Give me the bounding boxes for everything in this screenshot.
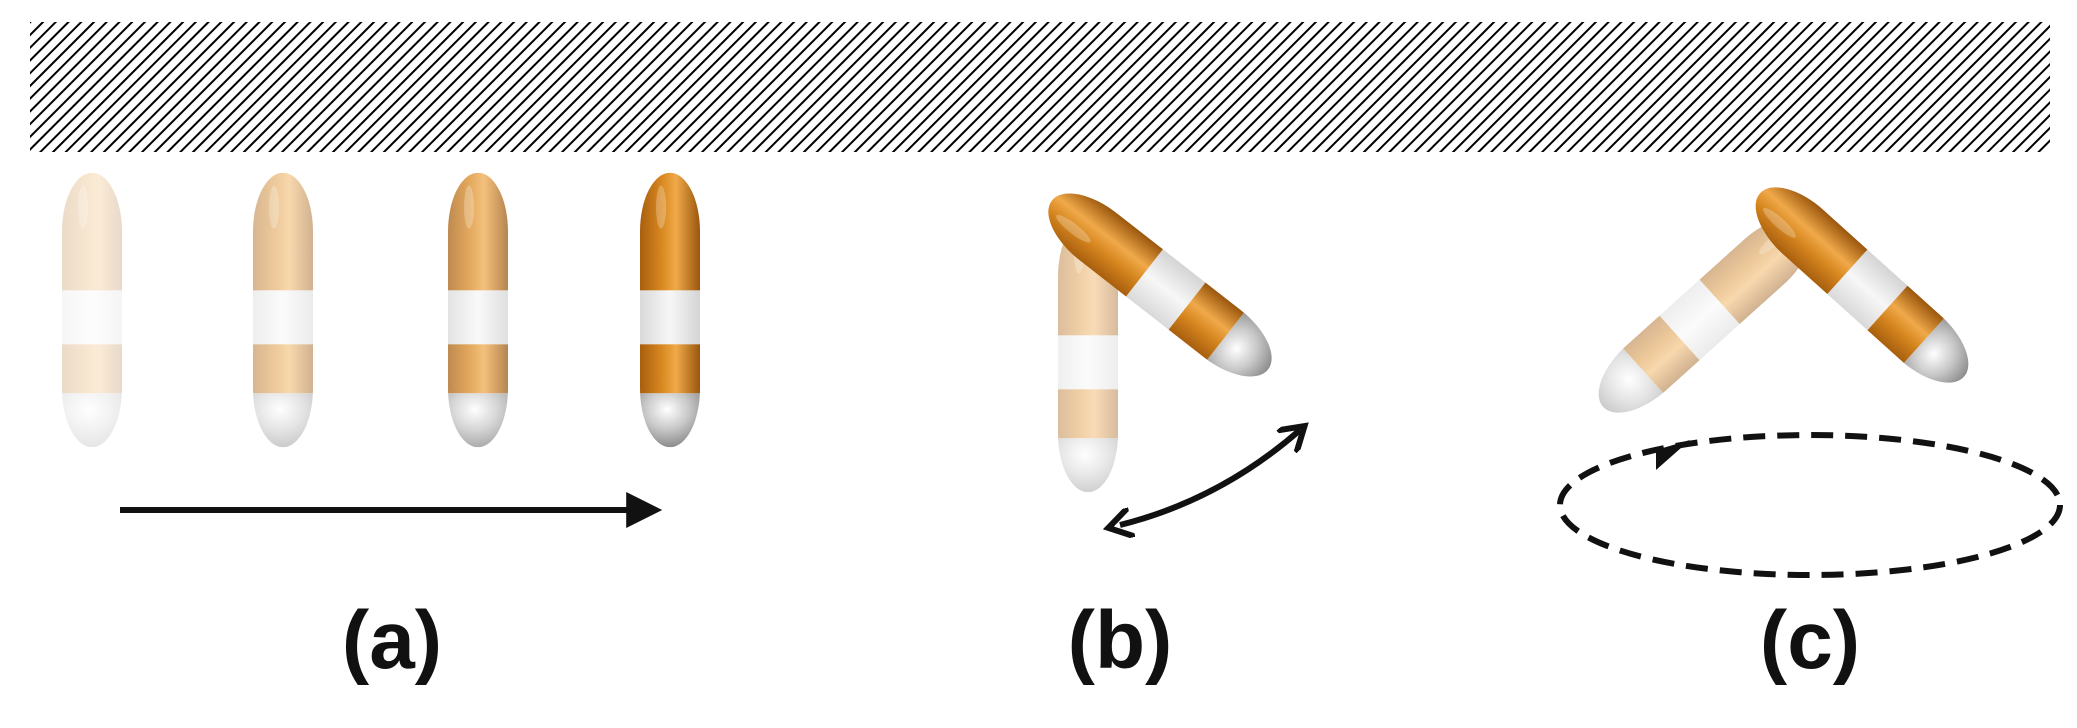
- capsule-a-1: [62, 173, 122, 447]
- panel-label-a: (a): [341, 595, 443, 686]
- capsule-a-2: [253, 173, 313, 447]
- panel-label-c: (c): [1759, 595, 1861, 686]
- hatched-surface: [30, 22, 2050, 152]
- capsule-a-4: [640, 173, 700, 447]
- panel-c-rotation: [1557, 171, 2063, 578]
- rocking-arrow: [1120, 430, 1300, 525]
- rotation-orbit: [1557, 432, 2063, 578]
- capsule-a-3: [448, 173, 508, 447]
- panel-b-rocking: [1033, 177, 1300, 525]
- panel-a-translation: [62, 173, 700, 528]
- rotation-direction-arrowhead: [1656, 440, 1690, 470]
- panel-label-b: (b): [1067, 595, 1173, 686]
